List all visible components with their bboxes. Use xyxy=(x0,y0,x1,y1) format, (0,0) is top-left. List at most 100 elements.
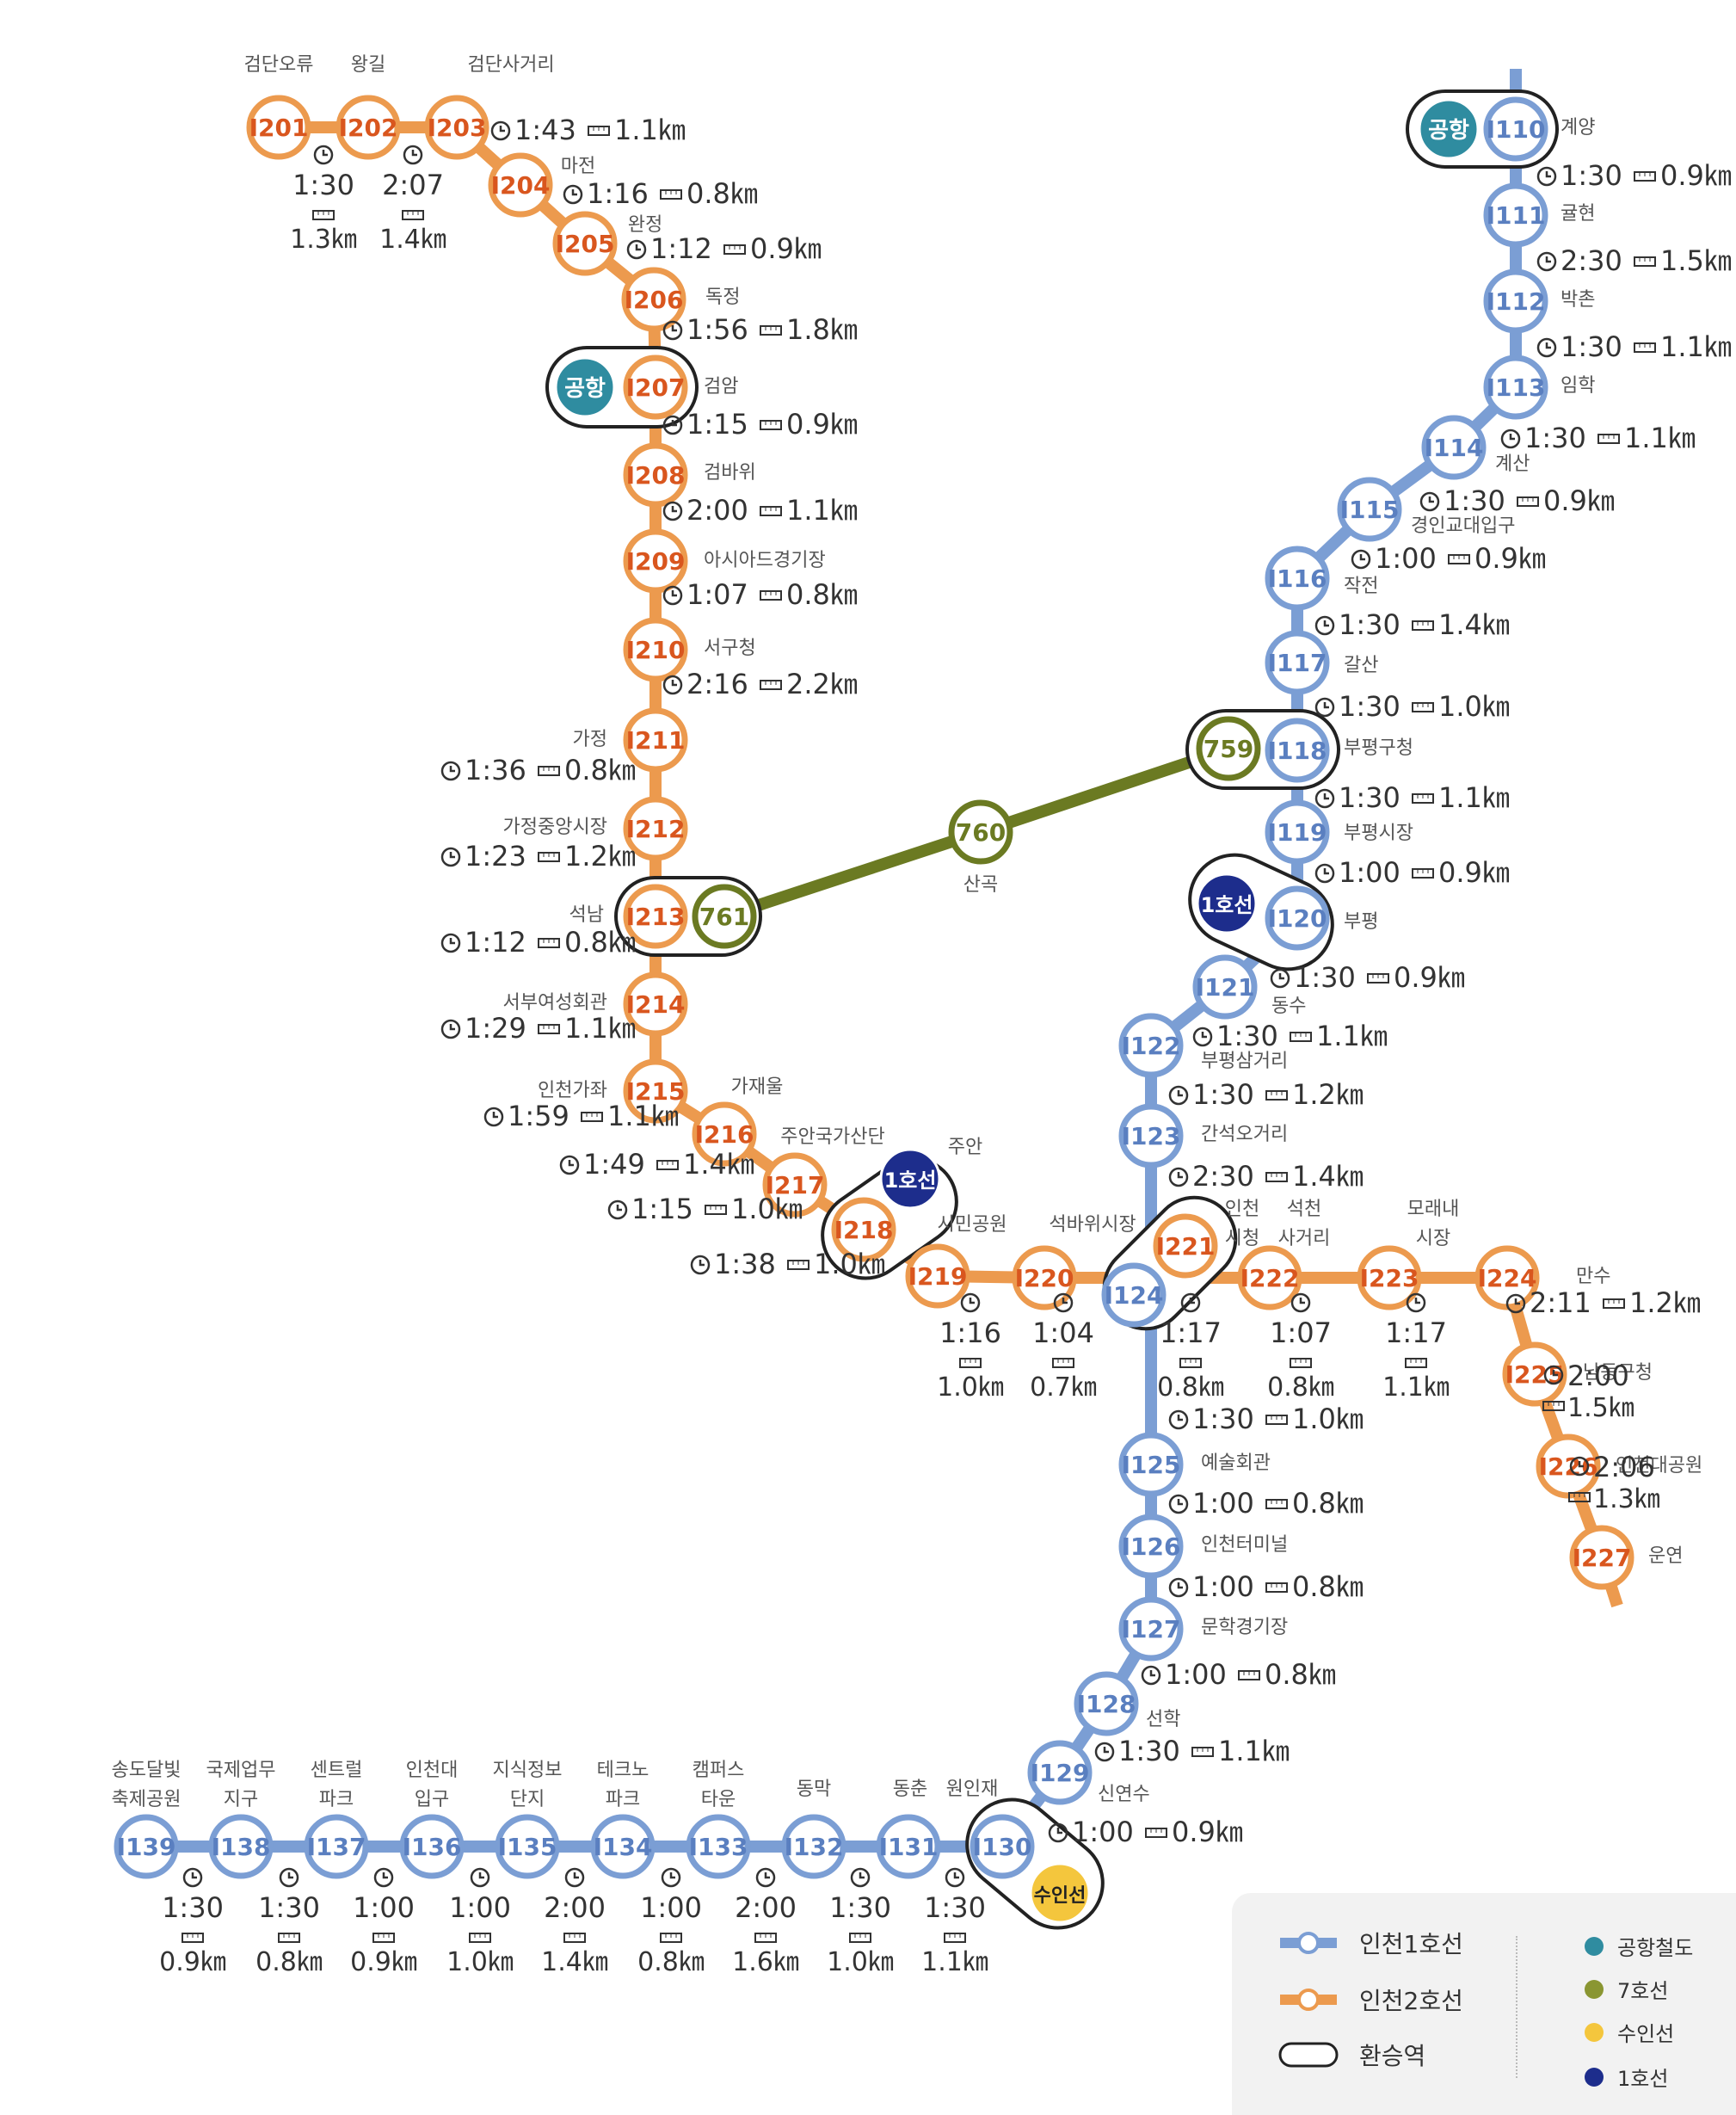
clock-face xyxy=(690,1255,711,1275)
segment-time: 1:30 xyxy=(1192,1078,1254,1111)
station-code: I220 xyxy=(1015,1264,1074,1292)
line2-segment-22: 1:171.1㎞ xyxy=(1382,1292,1450,1403)
station-I115: I115 xyxy=(1337,477,1402,542)
station-name-line: 인천 xyxy=(1225,1199,1259,1220)
clock-hands xyxy=(1062,1298,1068,1304)
station-ring xyxy=(623,796,688,861)
line1-segment-26: 1:000.9㎞ xyxy=(350,1867,417,1977)
clock-hands xyxy=(699,1260,705,1267)
station-ring xyxy=(399,1814,465,1879)
station-name-line: 캠퍼스 xyxy=(693,1760,745,1781)
airport-transfer-I207: 공항 xyxy=(554,356,616,418)
clock-hands xyxy=(616,1205,622,1212)
line1-segment-27: 1:300.8㎞ xyxy=(255,1867,323,1977)
station-ring xyxy=(1569,1525,1634,1590)
station-I202: I202 xyxy=(336,95,401,160)
station-code: I211 xyxy=(626,726,686,755)
clock-hands xyxy=(478,1872,484,1879)
station-code: I210 xyxy=(626,636,686,664)
clock-face xyxy=(1505,1293,1526,1314)
segment-time: 1:30 xyxy=(292,169,354,201)
clock-hands xyxy=(1177,1090,1183,1097)
station-ring xyxy=(1483,268,1548,334)
clock-icon xyxy=(662,501,683,521)
clock-face xyxy=(945,1867,965,1888)
station-dot xyxy=(554,356,616,418)
clock-icon xyxy=(440,847,461,867)
ruler-icon xyxy=(469,1933,491,1943)
station-name-I207: 검암 xyxy=(704,376,738,398)
segment-distance: 1.1㎞ xyxy=(786,494,858,527)
clock-face xyxy=(1180,1292,1201,1313)
segment-time: 2:11 xyxy=(1530,1286,1591,1319)
station-I210: I210 xyxy=(623,617,688,682)
clock-hands xyxy=(449,1024,455,1031)
station-code: I204 xyxy=(491,171,551,200)
clock-face xyxy=(440,1019,461,1039)
clock-hands xyxy=(1103,1747,1109,1754)
station-code: I129 xyxy=(1031,1759,1090,1787)
station-name-line: 시청 xyxy=(1225,1228,1259,1249)
clock-icon xyxy=(626,239,647,260)
station-I116: I116 xyxy=(1265,546,1330,611)
segment-time: 2:00 xyxy=(544,1891,606,1924)
station-I124: I124 xyxy=(1101,1262,1167,1328)
clock-hands xyxy=(1056,1828,1062,1834)
station-I214: I214 xyxy=(623,971,688,1037)
segment-time: 1:30 xyxy=(1561,159,1622,192)
legend-line2-label: 인천2호선 xyxy=(1359,1987,1463,2015)
station-I136: I136 xyxy=(399,1814,465,1879)
station-ring xyxy=(623,355,688,420)
station-name-I110: 계양 xyxy=(1561,117,1595,139)
segment-time: 1:30 xyxy=(1294,961,1356,994)
segment-time: 1:17 xyxy=(1385,1316,1447,1349)
segment-distance: 1.0㎞ xyxy=(814,1248,885,1280)
segment-time: 1:16 xyxy=(939,1316,1001,1349)
station-ring xyxy=(1118,1514,1184,1579)
transfer-capsule-icon xyxy=(1278,2042,1339,2068)
station-I211: I211 xyxy=(623,707,688,773)
segment-time: 2:30 xyxy=(1561,244,1622,277)
segment-time: 1:07 xyxy=(686,578,748,611)
clock-face xyxy=(1314,615,1335,636)
clock-icon xyxy=(1314,697,1335,718)
station-ring xyxy=(1265,546,1330,611)
station-I131: I131 xyxy=(876,1814,941,1879)
segment-distance: 0.9㎞ xyxy=(350,1947,417,1977)
ruler-icon xyxy=(581,1112,603,1122)
station-ring xyxy=(1101,1262,1167,1328)
station-code: I221 xyxy=(1156,1232,1216,1261)
clock-icon xyxy=(440,933,461,953)
segment-time: 1:30 xyxy=(1339,781,1400,814)
clock-hands xyxy=(671,420,677,427)
clock-icon xyxy=(490,120,511,141)
ruler-icon xyxy=(1290,1358,1312,1368)
segment-time: 1:30 xyxy=(1444,484,1505,517)
station-code: I134 xyxy=(594,1833,653,1861)
clock-hands xyxy=(1545,256,1551,263)
clock-face xyxy=(1314,863,1335,884)
station-name-I215: 인천가좌 xyxy=(538,1080,607,1101)
station-I206: I206 xyxy=(621,267,686,332)
clock-face xyxy=(182,1867,203,1888)
station-I209: I209 xyxy=(623,528,688,594)
line2-segment-0: 1:301.3㎞ xyxy=(290,145,357,255)
station-name-I123: 간석오거리 xyxy=(1201,1124,1288,1145)
clock-icon xyxy=(662,675,683,695)
station-code: I130 xyxy=(973,1833,1032,1861)
clock-icon xyxy=(662,585,683,606)
station-code: I135 xyxy=(498,1833,557,1861)
clock-face xyxy=(279,1867,299,1888)
station-I112: I112 xyxy=(1483,268,1548,334)
station-name-line: 단지 xyxy=(510,1789,545,1810)
clock-face xyxy=(559,1155,580,1175)
clock-icon xyxy=(1141,1665,1161,1686)
line2-symbol-icon xyxy=(1280,1989,1337,2011)
segment-time: 1:00 xyxy=(1375,542,1437,575)
clock-hands xyxy=(1359,554,1365,561)
